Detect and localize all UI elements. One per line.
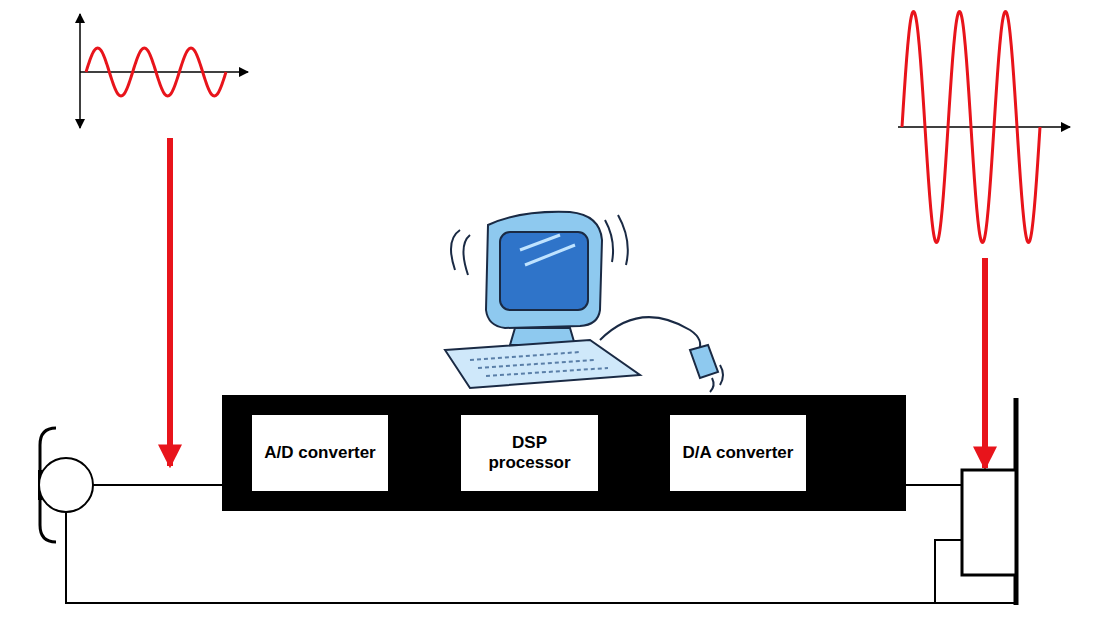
- signal-arrow: [982, 258, 988, 468]
- computer-icon: [445, 212, 723, 392]
- speaker-symbol: [962, 398, 1016, 605]
- output-signal-plot: [898, 11, 1070, 242]
- box-label: D/A converter: [675, 439, 802, 467]
- converter-box: A/D converter: [250, 413, 390, 493]
- box-label: A/D converter: [256, 439, 383, 467]
- converter-box: DSP processor: [459, 413, 600, 493]
- box-label: DSP processor: [461, 429, 598, 478]
- input-signal-plot: [80, 14, 248, 128]
- processing-board: [222, 395, 906, 511]
- converter-box: D/A converter: [668, 413, 808, 493]
- wire: [66, 485, 1016, 603]
- signal-arrow: [167, 138, 173, 466]
